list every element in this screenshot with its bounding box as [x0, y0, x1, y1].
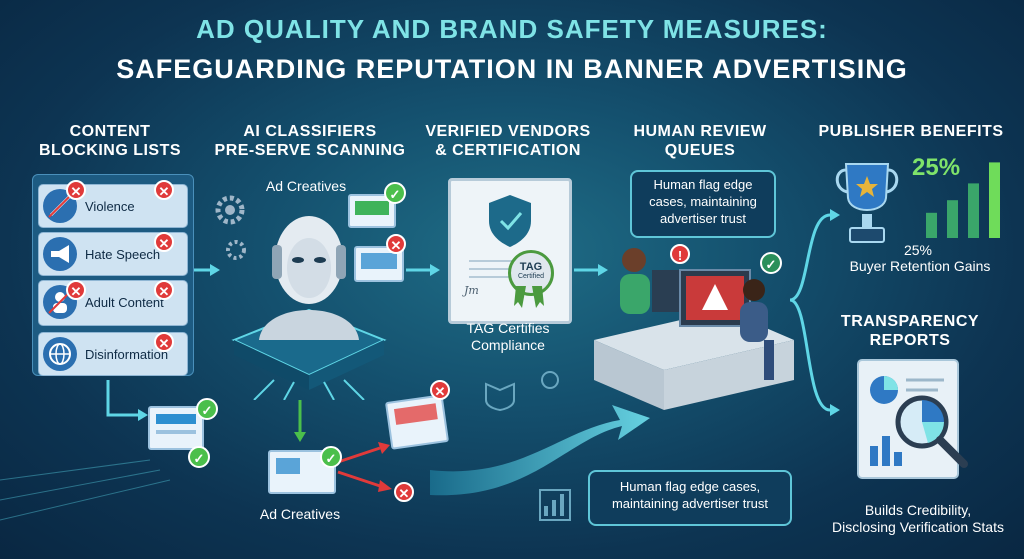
stat-percentage: 25%: [912, 154, 961, 181]
ad-creatives-label-top: Ad Creatives: [265, 178, 347, 194]
speech-bubble-top: Human flag edge cases, maintaining adver…: [630, 170, 776, 238]
ad-creatives-label-bottom: Ad Creatives: [259, 506, 341, 522]
check-icon: ✓: [196, 398, 218, 420]
rejected-ad-thumbnail: [384, 394, 450, 450]
globe-icon: [43, 337, 77, 371]
bubble-line: Human flag edge cases,: [619, 479, 761, 494]
ai-classifiers-heading: AI CLASSIFIERS PRE-SERVE SCANNING: [210, 122, 410, 160]
growth-bar: [968, 183, 979, 238]
megaphone-icon: [43, 237, 77, 271]
report-illustration: [857, 359, 968, 479]
caption-line: Compliance: [471, 337, 545, 353]
growth-bar-chart: [926, 162, 1000, 238]
caption-line: Disclosing Verification Stats: [832, 519, 1004, 535]
block-x-icon: ✕: [154, 280, 174, 300]
ai-robot-illustration: [215, 195, 387, 400]
x-icon: ✕: [386, 234, 406, 254]
bubble-line: Human flag edge: [653, 177, 753, 192]
growth-bar: [947, 200, 958, 238]
bubble-line: advertiser trust: [660, 211, 746, 226]
heading-line: HUMAN REVIEW: [633, 123, 767, 140]
caption-line: TAG Certifies: [466, 320, 550, 336]
growth-bar: [926, 212, 937, 238]
speech-bubble-bottom: Human flag edge cases, maintaining adver…: [588, 470, 792, 526]
heading-line: AI CLASSIFIERS: [243, 123, 377, 140]
verified-vendors-heading: VERIFIED VENDORS & CERTIFICATION: [418, 122, 598, 160]
block-item-label: Adult Content: [85, 294, 164, 310]
heading-line: & CERTIFICATION: [435, 142, 581, 159]
tag-certified-badge: TAG Certified: [508, 250, 554, 296]
heading-line: VERIFIED VENDORS: [425, 123, 591, 140]
block-item-label: Hate Speech: [85, 246, 161, 262]
block-x-icon: ✕: [154, 180, 174, 200]
check-icon: ✓: [188, 446, 210, 468]
title-line-1: AD QUALITY AND BRAND SAFETY MEASURES:: [196, 14, 828, 44]
block-x-icon: ✕: [154, 232, 174, 252]
content-blocking-heading: CONTENT BLOCKING LISTS: [30, 122, 190, 160]
block-item-hate-speech: Hate Speech: [38, 232, 188, 276]
badge-subtext: Certified: [517, 273, 545, 280]
caption-line: Builds Credibility,: [864, 502, 972, 518]
human-review-heading: HUMAN REVIEW QUEUES: [610, 122, 790, 160]
bubble-line: cases, maintaining: [649, 194, 757, 209]
heading-line: REPORTS: [869, 332, 951, 349]
block-x-icon: ✕: [66, 280, 86, 300]
certificate-document: [448, 178, 572, 324]
ribbon-icon: [514, 286, 544, 308]
title-line-2: SAFEGUARDING REPUTATION IN BANNER ADVERT…: [116, 54, 908, 84]
check-icon: ✓: [760, 252, 782, 274]
transparency-caption: Builds Credibility, Disclosing Verificat…: [820, 502, 1016, 536]
block-item-label: Violence: [85, 198, 135, 214]
buyer-retention-caption: Buyer Retention Gains: [849, 258, 991, 274]
heading-line: CONTENT: [69, 123, 151, 140]
growth-bar: [989, 162, 1000, 238]
review-desk-illustration: [594, 248, 794, 410]
heading-line: PRE-SERVE SCANNING: [214, 142, 406, 159]
transparency-heading: TRANSPARENCY REPORTS: [830, 312, 990, 350]
block-x-icon: ✕: [66, 180, 86, 200]
certificate-content: [469, 195, 551, 278]
block-item-adult-content: Adult Content: [38, 280, 188, 326]
heading-line: QUEUES: [664, 142, 736, 159]
x-icon: ✕: [430, 380, 450, 400]
tag-caption: TAG Certifies Compliance: [446, 320, 570, 354]
approved-ad-thumbnail: [148, 406, 204, 450]
heading-line: BLOCKING LISTS: [38, 142, 182, 159]
block-item-label: Disinformation: [85, 346, 169, 362]
check-icon: ✓: [384, 182, 406, 204]
stat-percentage-small: 25%: [903, 242, 933, 258]
flag-icon: !: [670, 244, 690, 264]
badge-text: TAG: [519, 261, 543, 273]
ad-creative-thumbnail: [268, 450, 336, 494]
check-icon: ✓: [320, 446, 342, 468]
bubble-line: maintaining advertiser trust: [611, 496, 769, 511]
x-icon: ✕: [394, 482, 414, 502]
heading-line: TRANSPARENCY: [840, 313, 980, 330]
publisher-benefits-heading: PUBLISHER BENEFITS: [818, 123, 1004, 140]
background-tech-icons: [485, 371, 571, 521]
trophy-icon: [835, 163, 899, 243]
signature: Jm: [464, 284, 479, 297]
block-x-icon: ✕: [154, 332, 174, 352]
